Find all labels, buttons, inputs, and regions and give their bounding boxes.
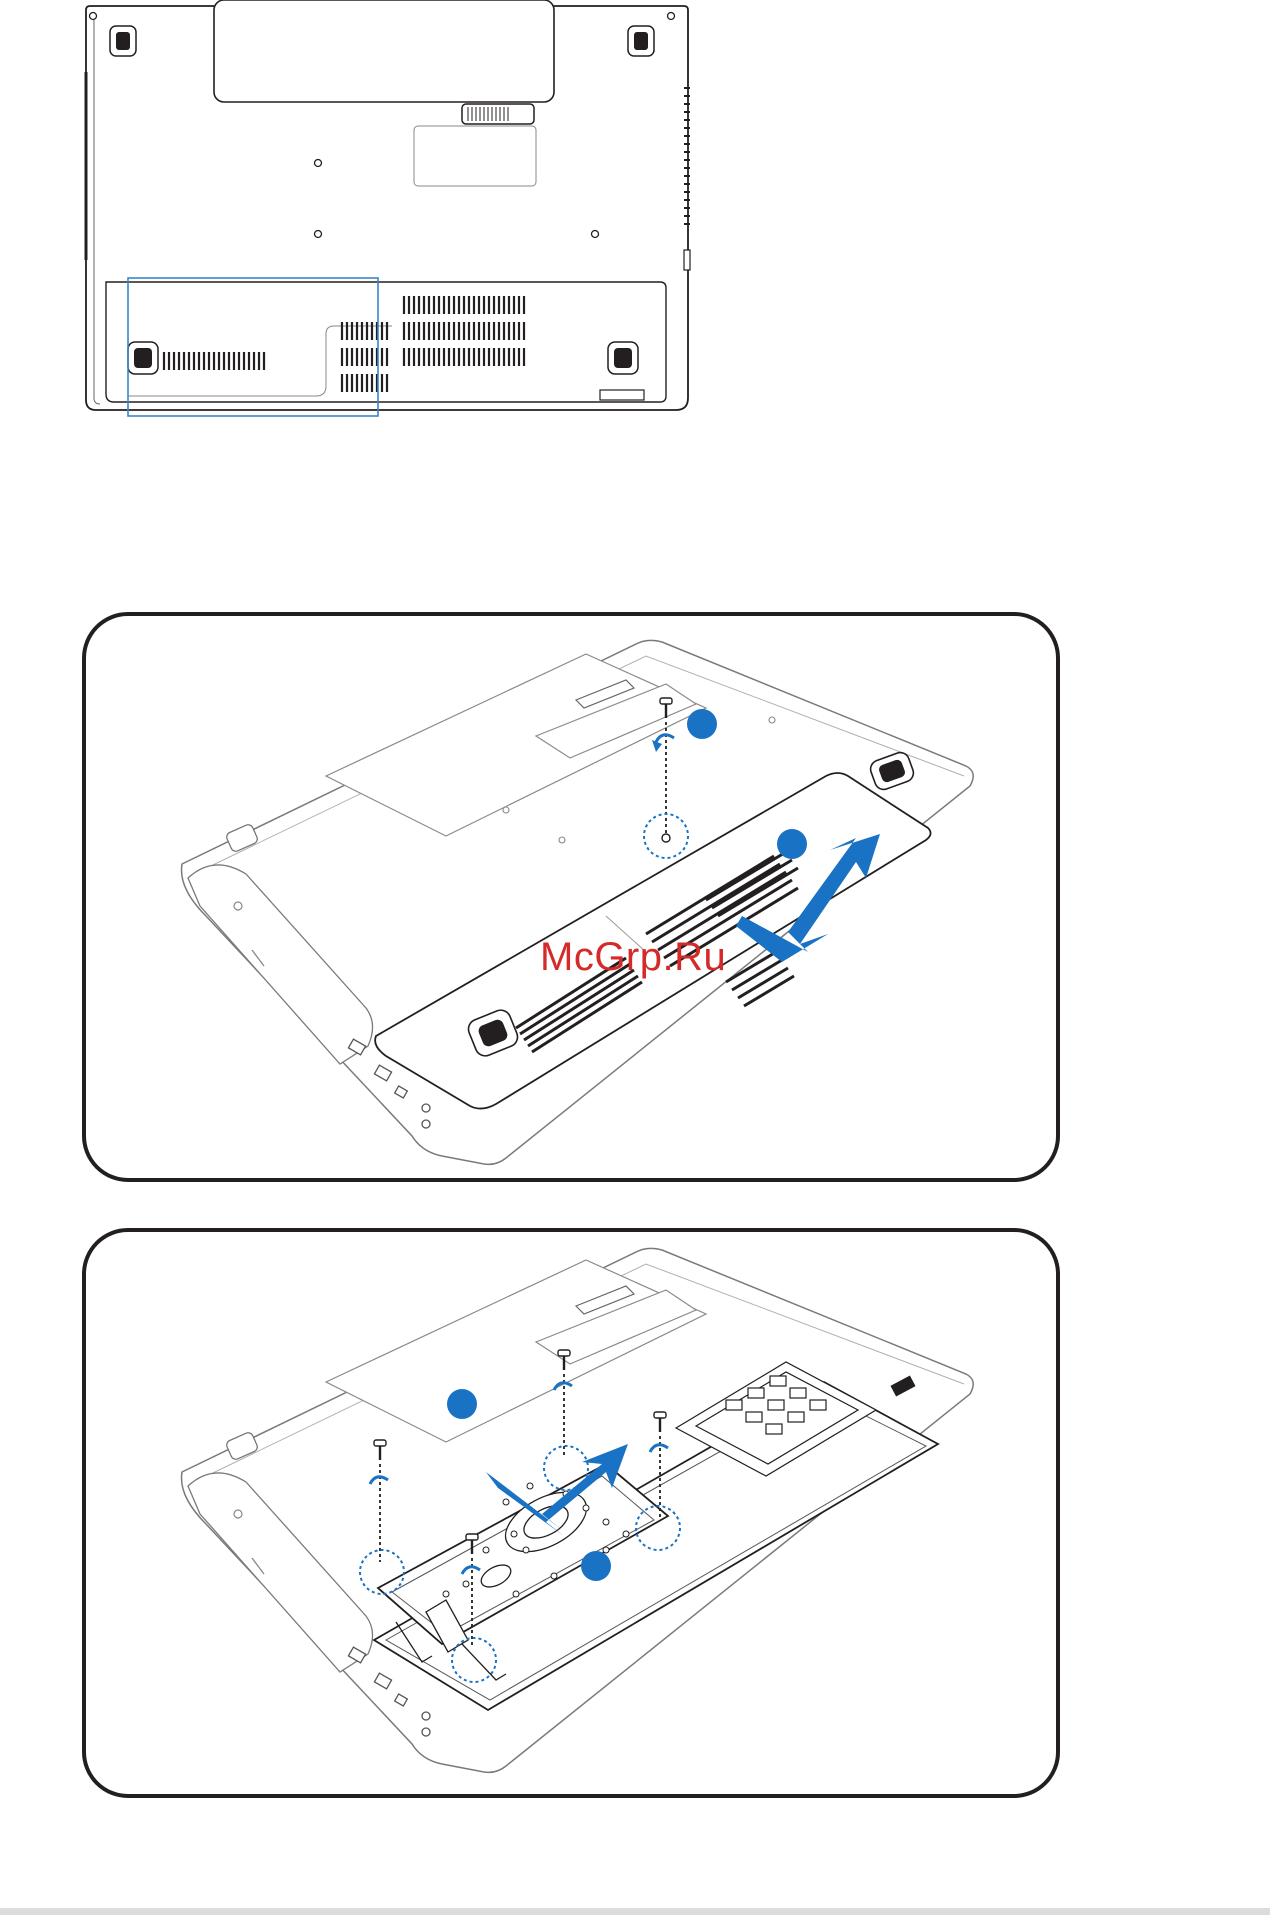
rubber-foot-top-right <box>628 26 654 56</box>
step-1-drawing <box>86 616 1056 1178</box>
laptop-bottom-view <box>0 0 700 420</box>
step-panel-remove-cover <box>82 612 1060 1182</box>
laptop-bottom-view-drawing <box>0 0 700 420</box>
rubber-foot-bottom-left <box>128 342 158 374</box>
step-marker-2 <box>581 1551 611 1581</box>
step-marker-1 <box>447 1389 477 1419</box>
battery-pack <box>214 0 554 102</box>
step-panel-remove-hdd <box>82 1228 1060 1798</box>
vent-left <box>164 352 264 370</box>
step-marker-1 <box>687 709 717 739</box>
watermark: McGrp.Ru <box>540 935 726 980</box>
label-plate <box>414 126 536 186</box>
footer-bar <box>0 1908 1270 1915</box>
battery-latch <box>462 104 534 124</box>
step-2-drawing <box>86 1232 1056 1794</box>
rubber-foot-bottom-right <box>608 342 638 374</box>
rubber-foot-top-left <box>110 26 136 56</box>
step-marker-2 <box>777 829 807 859</box>
